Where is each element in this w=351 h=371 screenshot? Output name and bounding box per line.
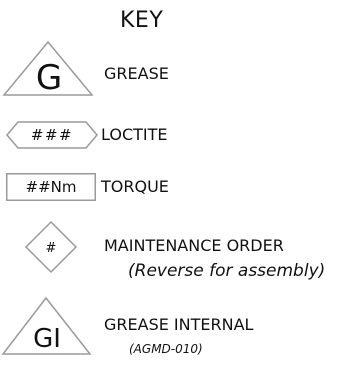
maintenance-symbol-text: # (46, 241, 57, 256)
torque-symbol-text: ##Nm (26, 178, 77, 196)
maintenance-order-label: MAINTENANCE ORDER (104, 236, 284, 255)
grease-symbol-text: G (36, 58, 62, 98)
torque-label: TORQUE (101, 177, 169, 196)
grease-label: GREASE (104, 64, 169, 83)
grease-internal-triangle-icon: GI (1, 296, 92, 355)
grease-internal-symbol-text: GI (33, 324, 61, 354)
grease-triangle-icon: G (2, 40, 94, 98)
loctite-hexagon-icon: ### (6, 121, 98, 149)
maintenance-order-note: (Reverse for assembly) (128, 261, 326, 281)
torque-box-icon: ##Nm (6, 173, 96, 201)
key-title: KEY (120, 8, 164, 33)
grease-internal-label: GREASE INTERNAL (104, 315, 254, 334)
loctite-label: LOCTITE (101, 125, 168, 144)
maintenance-diamond-icon: # (24, 220, 78, 274)
grease-internal-note: (AGMD-010) (129, 342, 203, 356)
loctite-symbol-text: ### (31, 126, 73, 144)
